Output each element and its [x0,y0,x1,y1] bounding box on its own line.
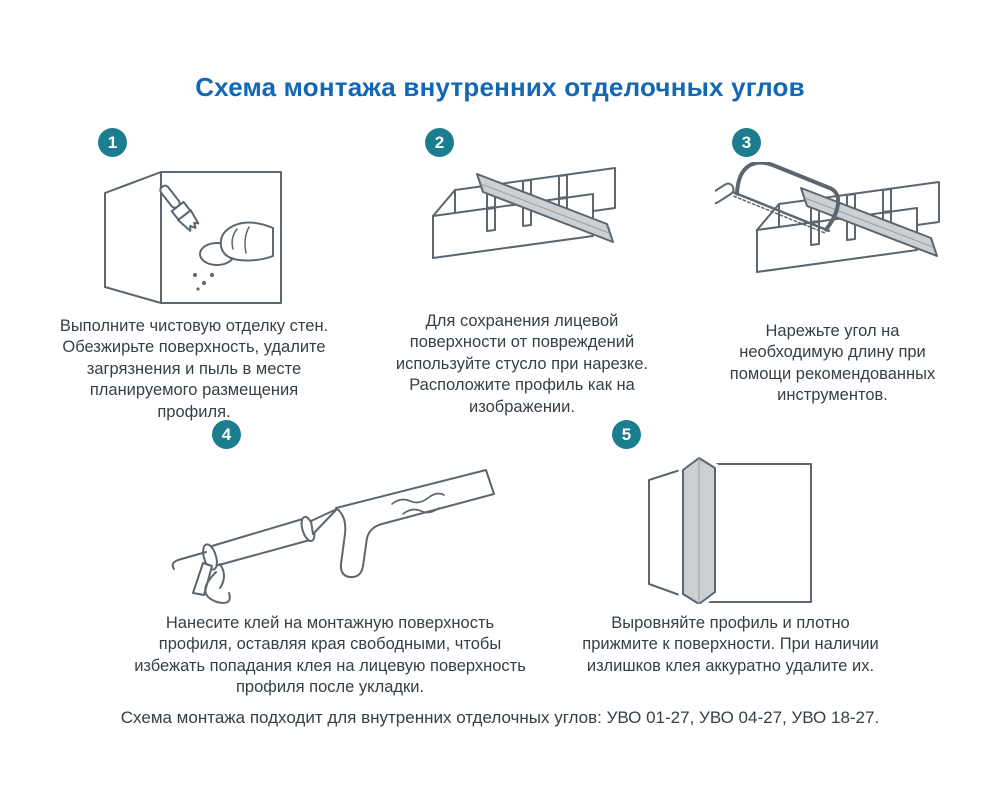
step-5-caption: Выровняйте профиль и плотно прижмите к п… [582,614,879,675]
step-5: 5 Выровняйте профиль и плотно прижмите к… [568,420,893,677]
page-title: Схема монтажа внутренних отделочных угло… [195,72,805,102]
step-2: 2 Для сохранени [378,128,666,418]
corner-profile-strip [678,454,719,604]
caulking-gun-icon [171,508,338,604]
step-2-number-badge: 2 [425,128,454,157]
trigger [219,563,225,589]
hand-with-sponge-icon [193,221,274,291]
miter-box-icon [756,181,940,273]
plunger-rod [171,551,207,570]
hacksaw-miter-box-illustration [715,162,940,273]
wall-corner-cleaning-illustration [104,171,282,304]
miter-box-icon [431,167,616,259]
nozzle [310,508,338,535]
step-3-caption: Нарежьте угол на необходимую длину при п… [729,322,936,405]
step-2-caption: Для сохранения лицевой поверхности от по… [395,312,649,416]
step-3: 3 [700,128,965,407]
hacksaw-icon [715,162,840,235]
profile-in-corner-illustration [647,454,812,604]
step-3-number-badge: 3 [732,128,761,157]
caulking-gun-adhesive-illustration [171,469,495,604]
piercing-hook [204,571,231,604]
left-wall-panel [104,171,162,304]
step-5-number-badge: 5 [612,420,641,449]
profile-strip [475,173,614,243]
adhesive-squiggle [402,507,440,515]
adhesive-squiggle [391,492,445,505]
profile-strip [800,187,938,257]
step-4: 4 На [128,420,532,699]
step-4-number-badge: 4 [212,420,241,449]
miter-box-with-profile-illustration [431,167,616,259]
compatibility-note: Схема монтажа подходит для внутренних от… [120,708,880,727]
step-1-number-badge: 1 [98,128,127,157]
paintbrush-icon [159,184,200,232]
step-1: 1 [55,128,333,423]
step-1-caption: Выполните чистовую отделку стен. Обезжир… [59,317,329,421]
corner-profile-sheet [335,469,495,579]
step-4-caption: Нанесите клей на монтажную поверхность п… [134,614,526,697]
